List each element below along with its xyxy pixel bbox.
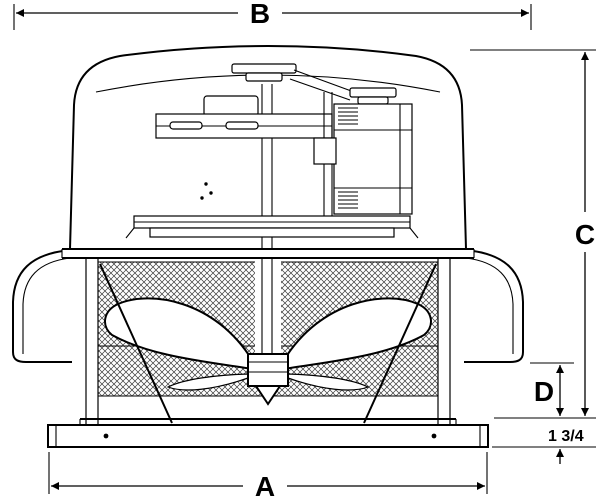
top-pulley	[231, 63, 297, 82]
side-posts	[85, 257, 451, 426]
dimension-d: D	[530, 362, 574, 416]
dimension-b-label: B	[250, 0, 270, 29]
drive-belt	[289, 69, 355, 101]
fan-blade-right	[283, 297, 432, 371]
fan-hub	[247, 353, 289, 387]
windband-left-flare	[12, 249, 72, 363]
motor-mount-bracket	[155, 113, 333, 139]
dimension-a: A	[48, 452, 488, 498]
drive-assembly	[125, 63, 419, 256]
propeller	[104, 297, 432, 406]
isolator-spring-top	[338, 107, 358, 125]
dimension-d-label: D	[534, 376, 554, 407]
gearbox-block	[203, 95, 259, 117]
fan-shaft	[255, 258, 281, 358]
windband-right-flare	[464, 249, 524, 363]
fan-blade-lower-right	[287, 373, 370, 391]
isolator-spring-bottom	[338, 191, 358, 209]
fan-spinner	[254, 385, 282, 406]
fan-drawing	[12, 44, 524, 448]
motor-pulley	[349, 87, 397, 105]
fan-blade-lower-left	[166, 373, 249, 391]
support-column	[313, 92, 337, 216]
base-bolt-left	[103, 433, 109, 439]
dimension-base-thickness: 1 3/4	[492, 428, 596, 464]
dimension-base-thickness-label: 1 3/4	[548, 428, 584, 445]
bolt-dots	[200, 182, 213, 200]
hood-lip	[61, 248, 475, 259]
base-bolt-right	[431, 433, 437, 439]
dimension-b: B	[13, 0, 532, 30]
dimension-a-label: A	[255, 471, 275, 498]
fan-blade-left	[104, 297, 253, 371]
support-plate	[125, 215, 419, 239]
dimension-c-label: C	[575, 219, 595, 250]
dimension-c: C	[470, 49, 600, 419]
support-braces	[99, 263, 437, 424]
base-plate	[47, 424, 489, 448]
